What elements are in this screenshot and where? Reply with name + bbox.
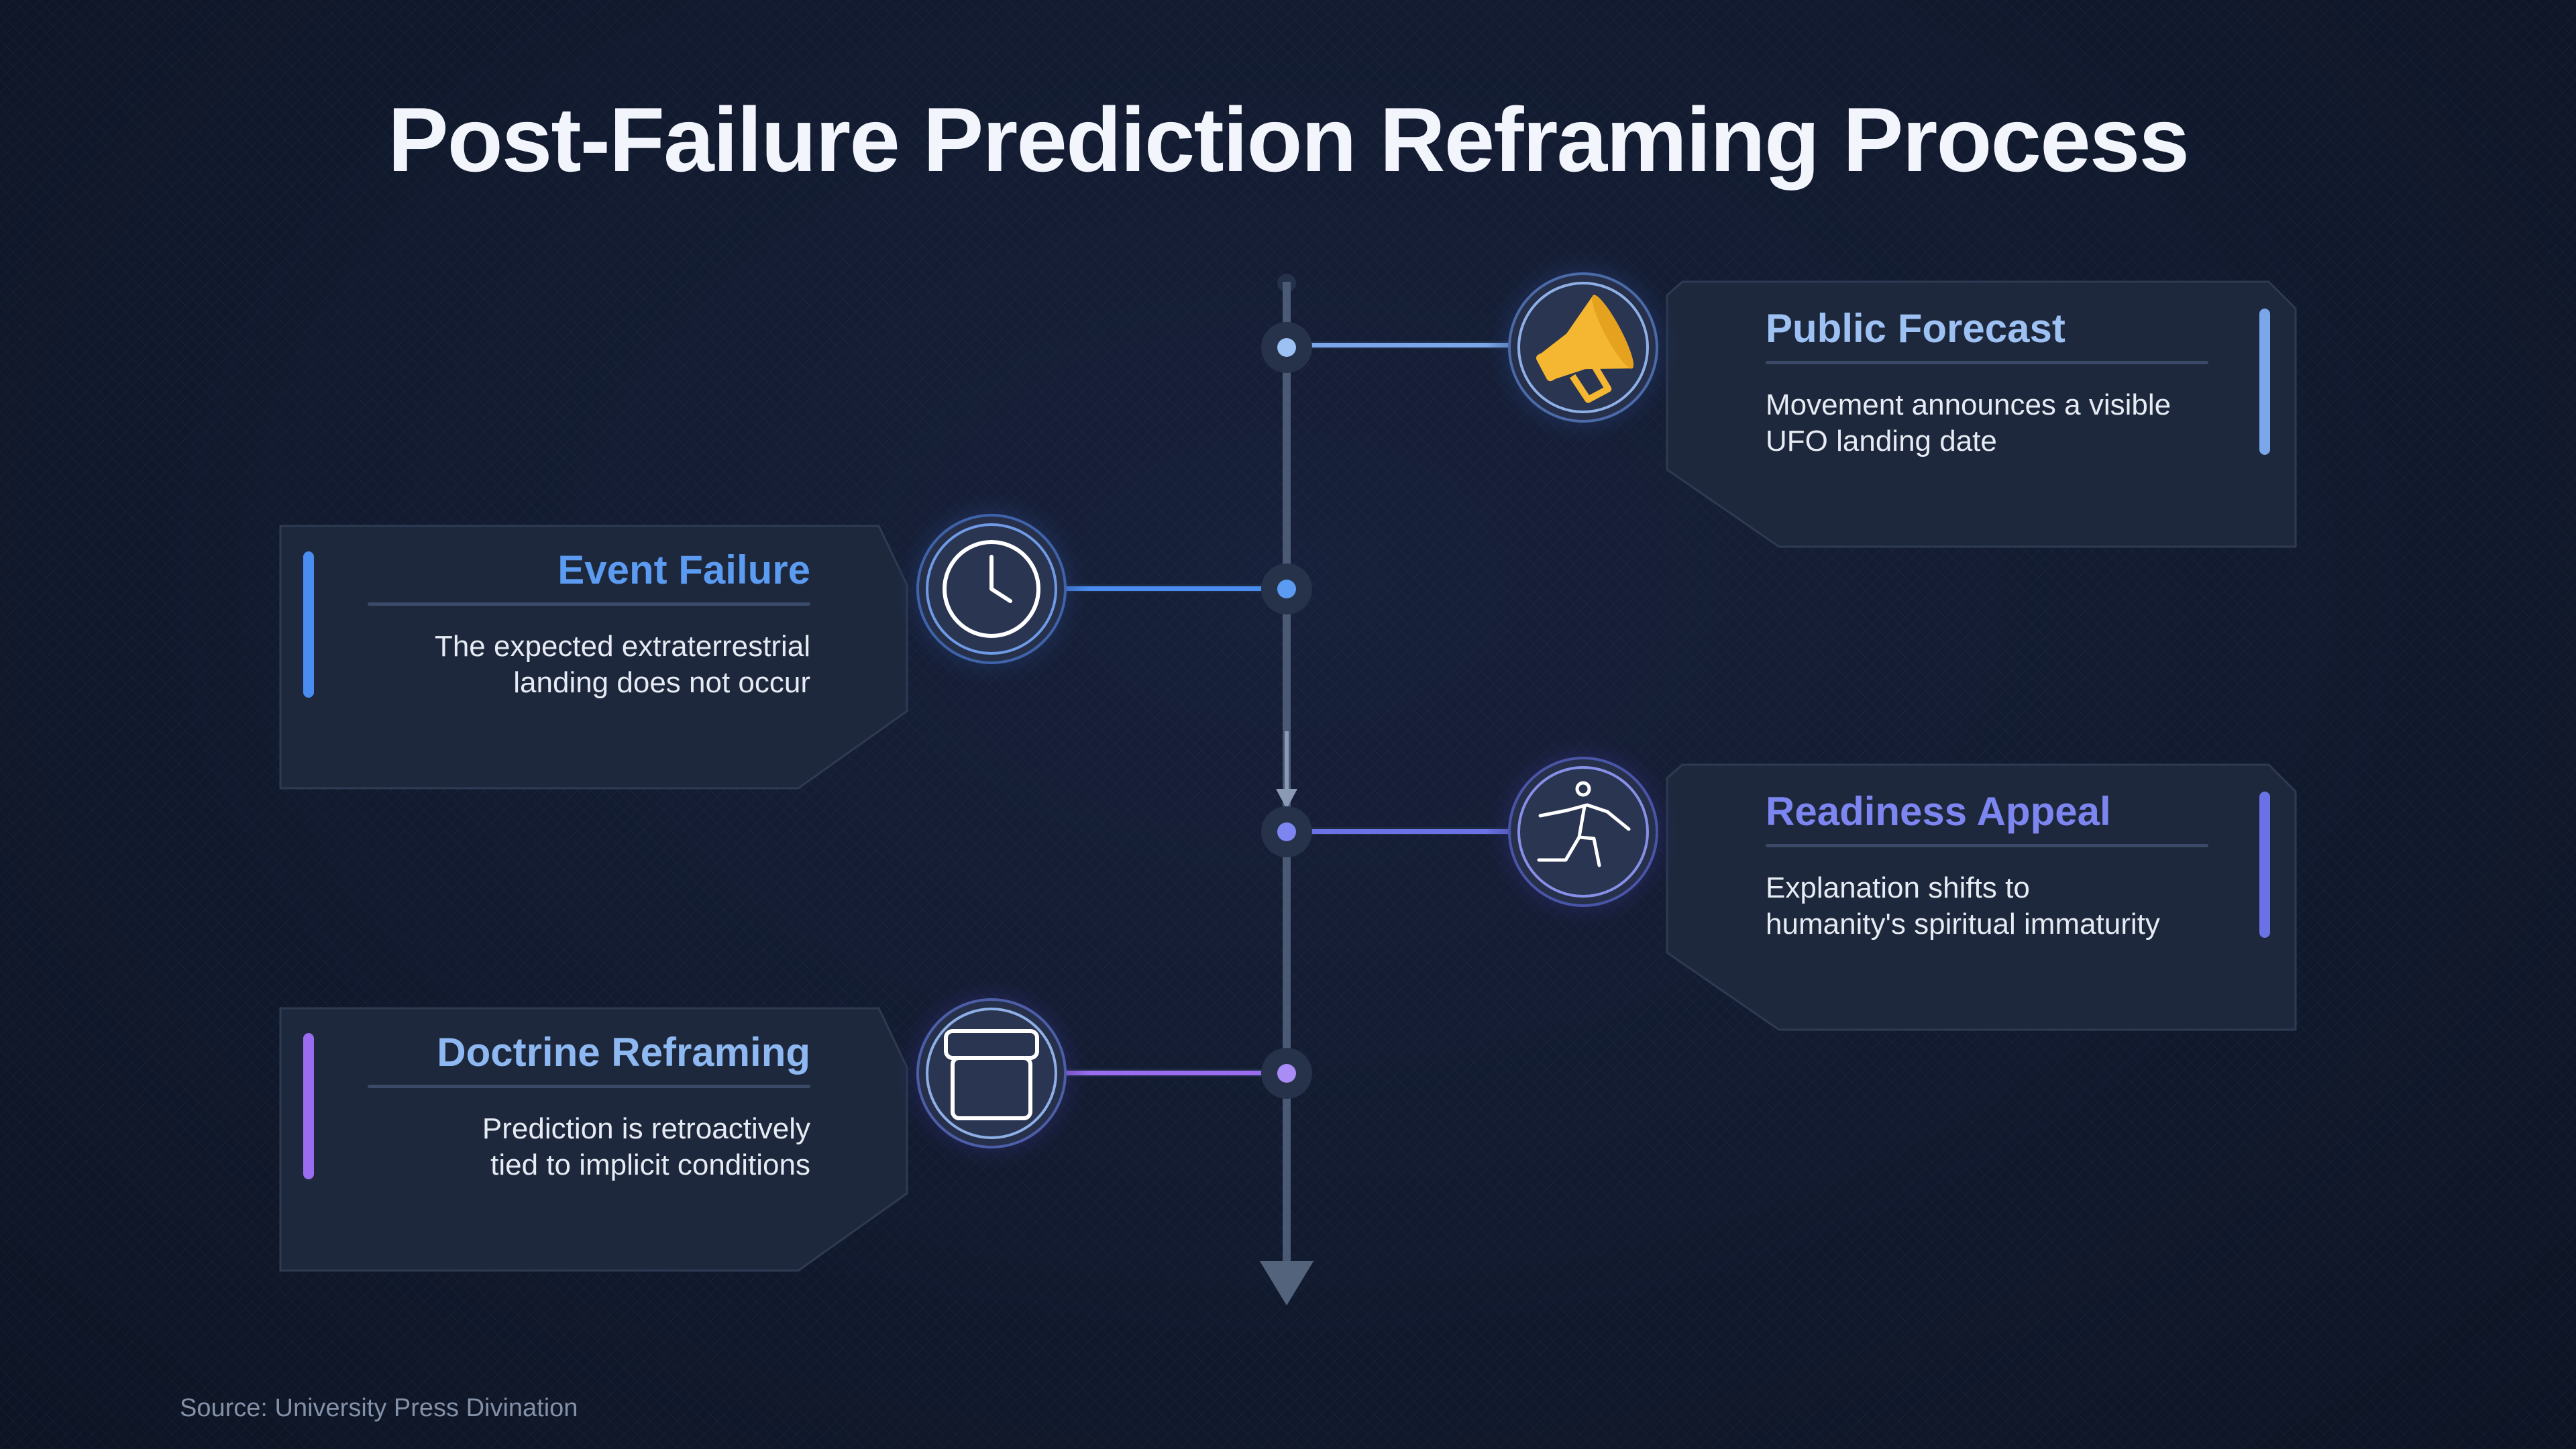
card-accent-bar xyxy=(303,551,314,698)
page-title: Post-Failure Prediction Reframing Proces… xyxy=(387,89,2190,191)
card-accent-bar xyxy=(2259,792,2270,938)
connector-line xyxy=(1060,586,1287,591)
timeline-axis xyxy=(1260,274,1313,1305)
step-card-public-forecast xyxy=(1261,250,2297,548)
step-label: Event Failure xyxy=(557,547,810,592)
flow-arrow-shaft xyxy=(1285,731,1289,792)
event-failure-text: Event Failure The expected extraterrestr… xyxy=(327,545,810,701)
label-divider xyxy=(1766,361,2208,364)
doctrine-reframing-text: Doctrine Reframing Prediction is retroac… xyxy=(327,1027,810,1183)
box-icon xyxy=(944,1029,1039,1120)
source-note: Source: University Press Divination xyxy=(180,1394,578,1422)
readiness-appeal-text: Readiness Appeal Explanation shifts to h… xyxy=(1766,786,2249,943)
timeline-end-arrow xyxy=(1260,1261,1313,1305)
step-description-line1: Explanation shifts to xyxy=(1766,871,2030,904)
step-label: Readiness Appeal xyxy=(1766,789,2111,834)
public-forecast-text: Public Forecast Movement announces a vis… xyxy=(1766,303,2249,460)
connector-line xyxy=(1287,829,1515,834)
step-description-line1: Movement announces a visible xyxy=(1766,388,2171,421)
step-label: Public Forecast xyxy=(1766,306,2065,351)
step-description-line2: landing does not occur xyxy=(513,666,810,699)
megaphone-icon xyxy=(1536,294,1634,403)
label-divider xyxy=(368,602,810,606)
card-accent-bar xyxy=(303,1033,314,1179)
label-divider xyxy=(368,1085,810,1088)
step-card-readiness-appeal xyxy=(1261,735,2297,1031)
connector-line xyxy=(1287,343,1515,347)
connector-line xyxy=(1060,1071,1287,1075)
clock-icon xyxy=(943,540,1040,638)
step-description-line1: The expected extraterrestrial xyxy=(434,630,810,663)
step-description-line2: humanity's spiritual immaturity xyxy=(1766,908,2160,941)
step-description-line2: UFO landing date xyxy=(1766,425,1997,458)
running-figure-icon xyxy=(1537,781,1631,867)
step-card-event-failure xyxy=(279,492,1312,790)
flow-arrow-head xyxy=(1276,789,1297,809)
step-card-doctrine-reframing xyxy=(279,976,1312,1272)
card-accent-bar xyxy=(2259,309,2270,455)
step-description-line2: tied to implicit conditions xyxy=(490,1148,810,1181)
step-description-line1: Prediction is retroactively xyxy=(482,1112,810,1145)
step-label: Doctrine Reframing xyxy=(437,1030,810,1075)
label-divider xyxy=(1766,844,2208,847)
